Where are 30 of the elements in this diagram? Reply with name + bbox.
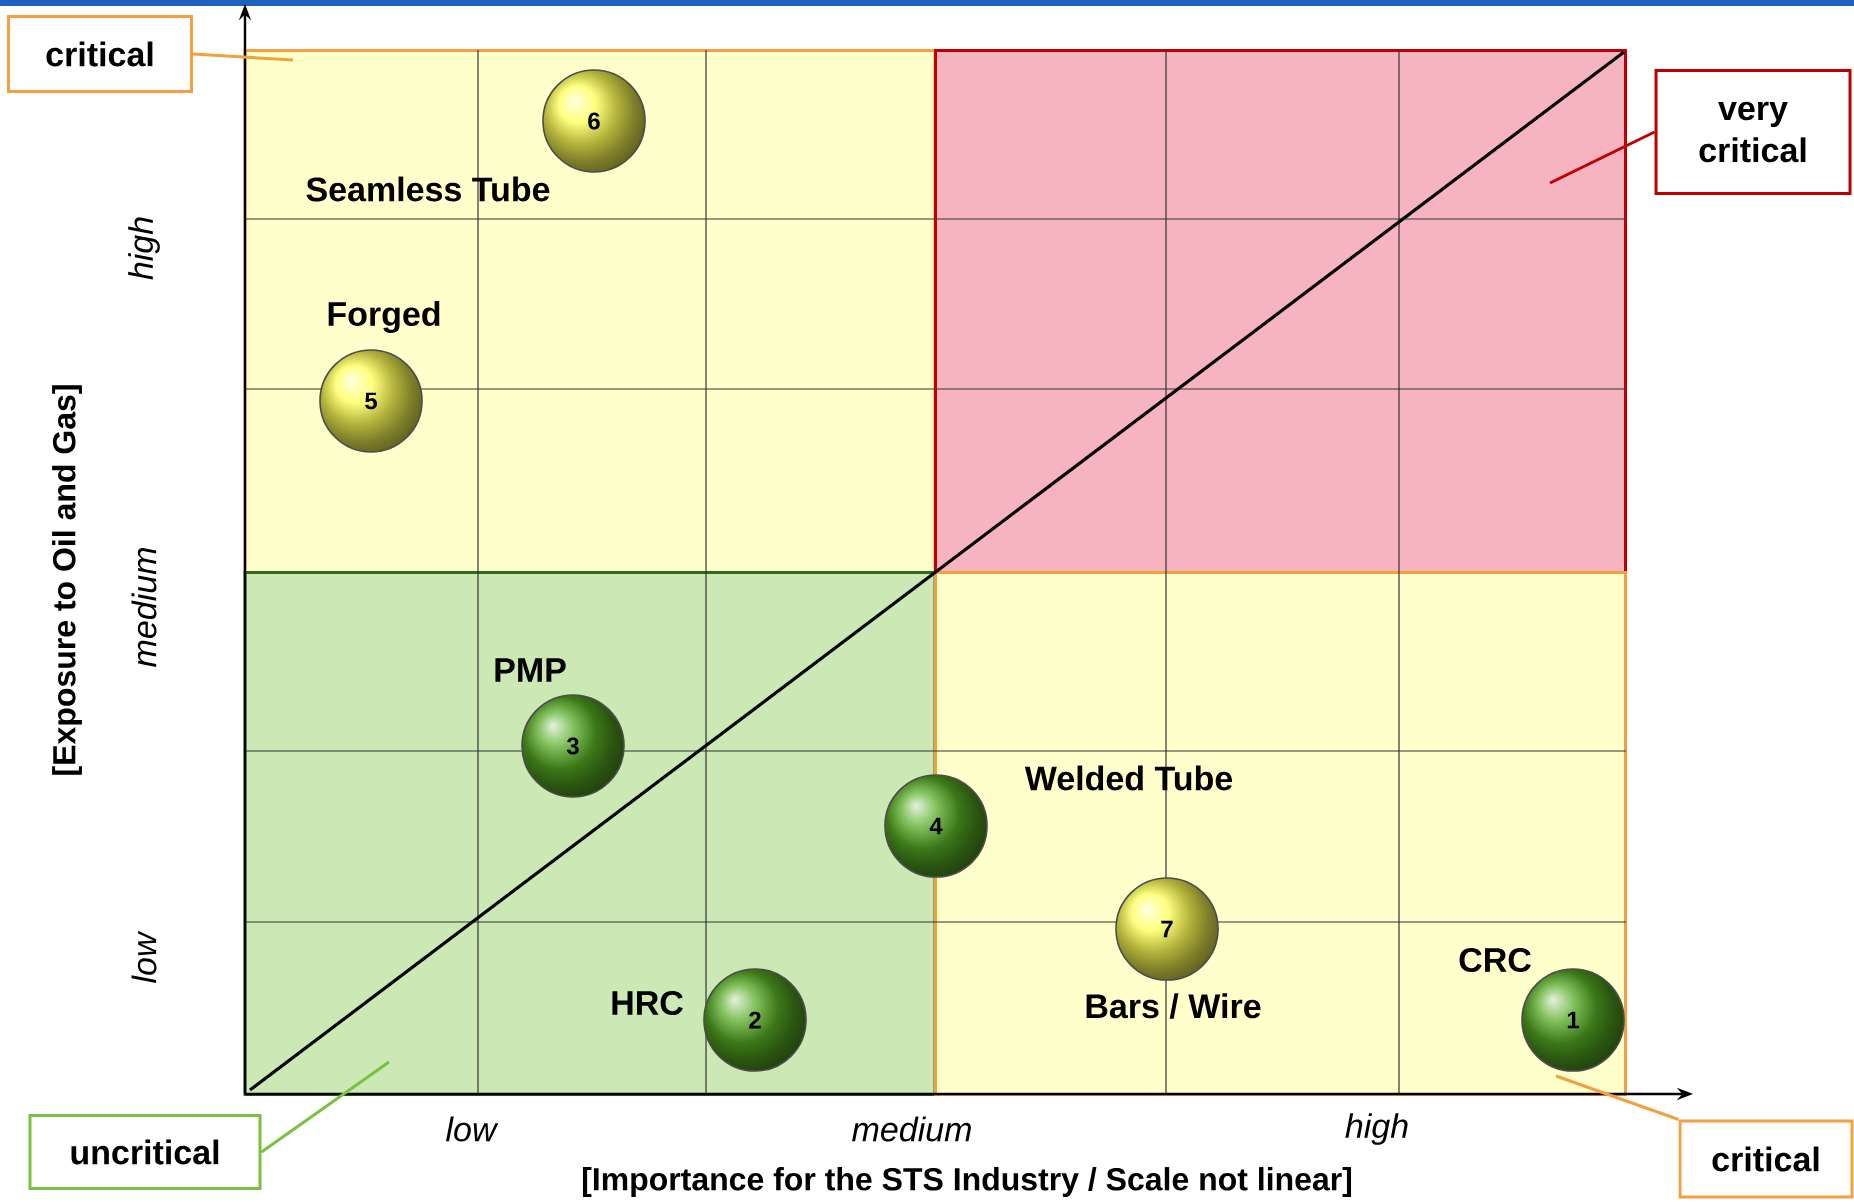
bubble-label: Forged: [328, 301, 440, 333]
axis-title: [Exposure to Oil and Gas]: [52, 385, 82, 775]
numbered-bubble: 5: [319, 349, 423, 453]
numbered-bubble: 3: [521, 694, 625, 798]
bubble-label: PMP: [495, 658, 566, 682]
axis-tick-label: low: [446, 1116, 499, 1142]
leader-line: [1555, 1074, 1679, 1121]
callout-box: critical: [1678, 1119, 1854, 1199]
axis-tick-label: low: [131, 930, 157, 983]
axis-tick-label: medium: [131, 548, 157, 667]
bubble-label: Seamless Tube: [306, 176, 550, 202]
quadrant-area: [934, 49, 1627, 574]
axis-tick-label: high: [128, 217, 160, 280]
quadrant-area: [243, 49, 937, 574]
callout-box: very critical: [1654, 69, 1852, 195]
numbered-bubble: 7: [1115, 877, 1219, 981]
callout-box: uncritical: [28, 1114, 262, 1190]
numbered-bubble: 2: [703, 968, 807, 1072]
callout-box: critical: [7, 15, 193, 93]
axis-tick-label: high: [1345, 1113, 1408, 1145]
bubble-label: HRC: [612, 990, 683, 1016]
bubble-label: Welded Tube: [1024, 765, 1233, 791]
leader-line: [192, 52, 294, 62]
numbered-bubble: 4: [884, 774, 988, 878]
numbered-bubble: 6: [542, 69, 646, 173]
axis-tick-label: medium: [852, 1116, 971, 1142]
bubble-label: Bars / Wire: [1086, 993, 1261, 1019]
leader-line: [260, 1060, 390, 1154]
leader-line: [1549, 130, 1656, 185]
axis-title: [Importance for the STS Industry / Scale not linear]: [582, 1167, 1352, 1197]
